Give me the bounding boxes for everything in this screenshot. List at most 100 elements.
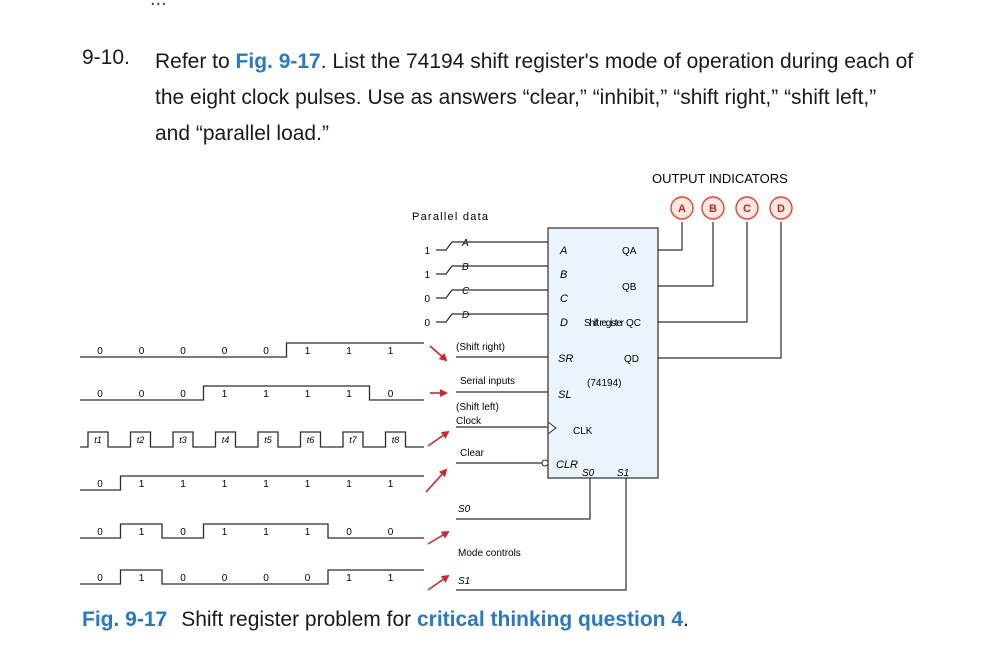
chip-input-sr: SR xyxy=(558,353,573,365)
shift-right-value: 1 xyxy=(305,346,311,357)
output-indicator-d xyxy=(769,196,793,220)
chip-output-qb: QB xyxy=(622,282,637,293)
s0-value: 1 xyxy=(139,527,145,538)
shift-left-value: 0 xyxy=(97,389,103,400)
label-clock: Clock xyxy=(456,416,482,427)
figure-caption: Fig. 9-17 Shift register problem for crit… xyxy=(82,608,689,632)
shift-right-value: 1 xyxy=(346,346,352,357)
chip-input-d: D xyxy=(560,317,568,329)
s0-value: 1 xyxy=(222,527,228,538)
shift-right-waveform xyxy=(80,342,424,358)
output-indicator-label: B xyxy=(709,203,717,215)
s0-value: 0 xyxy=(346,527,352,538)
shift-left-value: 1 xyxy=(305,389,311,400)
output-indicators-title: OUTPUT INDICATORS xyxy=(652,171,788,186)
label-shift-left: (Shift left) xyxy=(456,402,499,413)
clock-pulse-label: t4 xyxy=(222,435,230,445)
output-indicator-a xyxy=(670,196,694,220)
label-serial-inputs: Serial inputs xyxy=(460,376,515,387)
chip-input-c: C xyxy=(560,293,568,305)
s1-value: 0 xyxy=(180,573,186,584)
s1-value: 1 xyxy=(139,573,145,584)
s0-value: 1 xyxy=(305,527,311,538)
signal-arrow xyxy=(429,345,448,362)
page-fragment-top: ... xyxy=(150,0,167,11)
output-indicator-label: A xyxy=(678,203,686,215)
clock-pulse-label: t6 xyxy=(307,435,315,445)
parallel-wire xyxy=(436,265,548,275)
shift-right-value: 0 xyxy=(139,346,145,357)
shift-left-value: 0 xyxy=(388,389,394,400)
chip-s0-label: S0 xyxy=(582,468,595,479)
shift-right-value: 0 xyxy=(222,346,228,357)
caption-label: Fig. 9-17 xyxy=(82,608,168,631)
signal-arrow xyxy=(427,574,450,591)
caption-end: . xyxy=(683,608,689,631)
clear-value: 1 xyxy=(346,479,352,490)
parallel-wire xyxy=(436,241,548,251)
clear-value: 1 xyxy=(222,479,228,490)
caption-text: Shift register problem for xyxy=(181,608,417,631)
clock-waveform xyxy=(80,431,424,448)
clear-value: 1 xyxy=(388,479,394,490)
s0-value: 1 xyxy=(263,527,269,538)
shift-left-value: 1 xyxy=(263,389,269,400)
chip-input-sl: SL xyxy=(558,389,571,401)
signal-arrow xyxy=(427,430,450,447)
output-indicator-label: C xyxy=(743,203,751,215)
clock-pulse-label: t2 xyxy=(137,435,145,445)
parallel-data-title: Parallel data xyxy=(412,211,489,223)
shift-right-value: 1 xyxy=(388,346,394,357)
clear-value: 1 xyxy=(180,479,186,490)
chip-input-a: A xyxy=(559,245,567,257)
clear-value: 1 xyxy=(139,479,145,490)
chip-body xyxy=(547,227,659,479)
shift-left-value: 1 xyxy=(346,389,352,400)
output-indicator-label: D xyxy=(777,203,785,215)
output-indicator-b xyxy=(701,196,725,220)
s1-value: 0 xyxy=(97,573,103,584)
question-text-before: Refer to xyxy=(155,50,236,73)
s0-waveform xyxy=(80,523,424,539)
label-s0: S0 xyxy=(458,504,471,515)
parallel-value: 1 xyxy=(424,270,430,281)
s1-value: 0 xyxy=(263,573,269,584)
shift-left-waveform xyxy=(80,385,424,401)
clear-value: 1 xyxy=(305,479,311,490)
parallel-letter: B xyxy=(462,262,469,273)
chip-s1-label: S1 xyxy=(617,468,629,479)
chip-input-b: B xyxy=(560,269,567,281)
critical-thinking-link[interactable]: critical thinking question 4 xyxy=(416,608,684,631)
clear-waveform xyxy=(80,475,424,491)
label-shift-right: (Shift right) xyxy=(456,342,505,353)
label-mode-controls: Mode controls xyxy=(458,548,521,559)
parallel-wire xyxy=(436,289,548,299)
clock-pulse-label: t3 xyxy=(179,435,187,445)
s0-value: 0 xyxy=(97,527,103,538)
s1-value: 1 xyxy=(388,573,394,584)
question-number: 9-10. xyxy=(82,46,130,69)
parallel-letter: A xyxy=(461,238,469,249)
chip-output-qa: QA xyxy=(622,246,637,257)
clock-pulse-label: t8 xyxy=(392,435,400,445)
shift-left-value: 1 xyxy=(222,389,228,400)
parallel-letter: C xyxy=(462,286,470,297)
label-s1: S1 xyxy=(458,576,470,587)
clear-value: 1 xyxy=(263,479,269,490)
question-text-after: . List the 74194 shift register's mode o… xyxy=(155,50,914,145)
clock-pulse-label: t7 xyxy=(349,435,358,445)
s0-value: 0 xyxy=(388,527,394,538)
shift-left-value: 0 xyxy=(139,389,145,400)
signal-arrow xyxy=(425,468,448,493)
chip-part-number: (74194) xyxy=(587,378,621,389)
chip-name: Shift register xyxy=(584,318,625,329)
clear-value: 0 xyxy=(97,479,103,490)
parallel-value: 1 xyxy=(424,246,430,257)
shift-left-value: 0 xyxy=(180,389,186,400)
output-indicator-c xyxy=(735,196,759,220)
clr-bubble xyxy=(541,459,549,467)
shift-right-value: 0 xyxy=(263,346,269,357)
figure-link[interactable]: Fig. 9-17 xyxy=(235,50,321,73)
clock-pulse-label: t1 xyxy=(94,435,102,445)
